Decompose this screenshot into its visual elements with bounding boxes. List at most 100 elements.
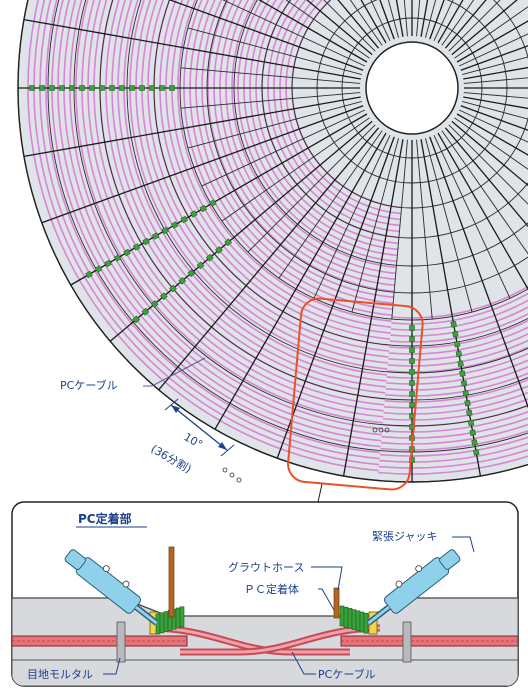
anchor-marker: [69, 85, 75, 91]
anchor-marker: [466, 409, 473, 417]
radial-line: [463, 92, 528, 99]
pc-cable-ring: [384, 378, 528, 403]
pc-cable-ring: [381, 417, 528, 439]
anchor-marker: [459, 370, 466, 377]
anchor-disc: [175, 607, 181, 629]
radial-line: [460, 105, 528, 131]
radial-line: [463, 77, 528, 84]
radial-line: [342, 139, 404, 477]
radial-line: [23, 18, 361, 80]
pc-cable-ring: [117, 0, 387, 382]
radial-line: [168, 0, 364, 71]
pc-cable-label: PCケーブル: [60, 378, 118, 392]
radial-line: [462, 56, 528, 75]
anchor-marker: [409, 325, 415, 331]
radial-line: [444, 0, 487, 49]
pc-cable-ring: [231, 0, 397, 269]
highlight-box: [287, 297, 424, 491]
pc-cable-ring: [279, 0, 401, 221]
coupler-mark: [229, 472, 235, 478]
anchor-disc: [363, 612, 369, 634]
pc-cable-ring: [93, 0, 385, 406]
radial-line: [180, 67, 361, 84]
pc-cable-ring: [243, 0, 398, 257]
radial-line: [441, 0, 475, 46]
anchor-marker: [409, 380, 415, 386]
pc-cable-ring: [219, 0, 396, 281]
pc-cable-ring: [380, 423, 528, 445]
pc-cable-ring: [387, 346, 528, 373]
callout-connector: [317, 483, 323, 503]
radial-line: [429, 136, 528, 409]
joint-mortar-right: [402, 621, 412, 663]
pc-cable-ring: [183, 0, 393, 316]
radial-line: [70, 113, 368, 286]
pc-cable-ring: [33, 0, 380, 466]
radial-line: [463, 96, 528, 110]
radial-line: [221, 117, 370, 222]
anchor-disc: [339, 605, 345, 627]
anchor-marker: [178, 276, 187, 285]
radial-line: [420, 139, 482, 477]
anchor-marker: [187, 269, 196, 277]
anchor-marker: [85, 270, 93, 279]
anchor-disc: [163, 611, 169, 632]
pc-cable-ring: [171, 0, 392, 328]
pc-cable-ring: [249, 0, 398, 251]
pc-cable-ring: [383, 391, 528, 415]
coupler-mark: [236, 477, 242, 483]
center-opening: [365, 41, 459, 135]
pc-cable-ring: [380, 429, 528, 451]
anchor-markers: [29, 85, 480, 483]
radial-line: [370, 0, 391, 42]
radial-line: [451, 120, 528, 187]
radial-line: [433, 0, 454, 42]
radial-line: [187, 27, 362, 75]
pc-cable-ring: [105, 0, 386, 394]
anchor-marker: [409, 369, 415, 375]
pc-cable-ring: [39, 0, 380, 460]
radial-line: [323, 0, 376, 52]
pc-cable-ring: [255, 0, 399, 245]
jack-left: [64, 549, 159, 626]
pc-cable-ring: [207, 0, 395, 293]
anchor-marker: [409, 358, 415, 364]
radial-line: [391, 139, 408, 320]
anchor-marker: [113, 254, 122, 262]
anchor-marker: [464, 399, 471, 407]
radial-line: [416, 0, 421, 37]
pc-cable-ring: [391, 285, 528, 319]
pc-cable-ring: [378, 448, 528, 469]
anchor-marker: [471, 439, 478, 446]
anchor-marker: [205, 253, 214, 262]
radial-line: [349, 0, 383, 46]
radial-line: [337, 0, 380, 49]
anchor-marker: [59, 85, 65, 91]
anchor-marker: [139, 85, 145, 91]
detail-title: PC定着部: [78, 511, 132, 526]
angle-value-label: 10°: [182, 430, 205, 451]
radial-line: [214, 132, 387, 430]
anchor-marker: [453, 340, 461, 348]
pc-cable-ring: [81, 0, 384, 418]
radial-line: [460, 45, 528, 71]
radial-line: [351, 138, 399, 313]
pc-cable-ring: [111, 0, 386, 388]
radial-line: [463, 66, 528, 80]
anchor-marker: [467, 419, 475, 427]
anchor-marker: [142, 237, 150, 246]
joint-mortar-label: 目地モルタル: [27, 668, 93, 681]
anchor-marker: [89, 85, 95, 91]
radial-lines: [18, 0, 528, 482]
anchor-marker: [180, 215, 188, 224]
jack-right: [366, 549, 461, 626]
radial-line: [444, 127, 528, 228]
pc-cable-label-bottom: PCケーブル: [318, 667, 376, 681]
anchor-marker: [129, 85, 135, 91]
anchor-disc: [159, 612, 165, 634]
anchor-marker: [462, 390, 470, 397]
radial-line: [158, 127, 380, 391]
jack-label: 緊張ジャッキ: [372, 530, 437, 543]
anchor-marker: [409, 347, 415, 353]
